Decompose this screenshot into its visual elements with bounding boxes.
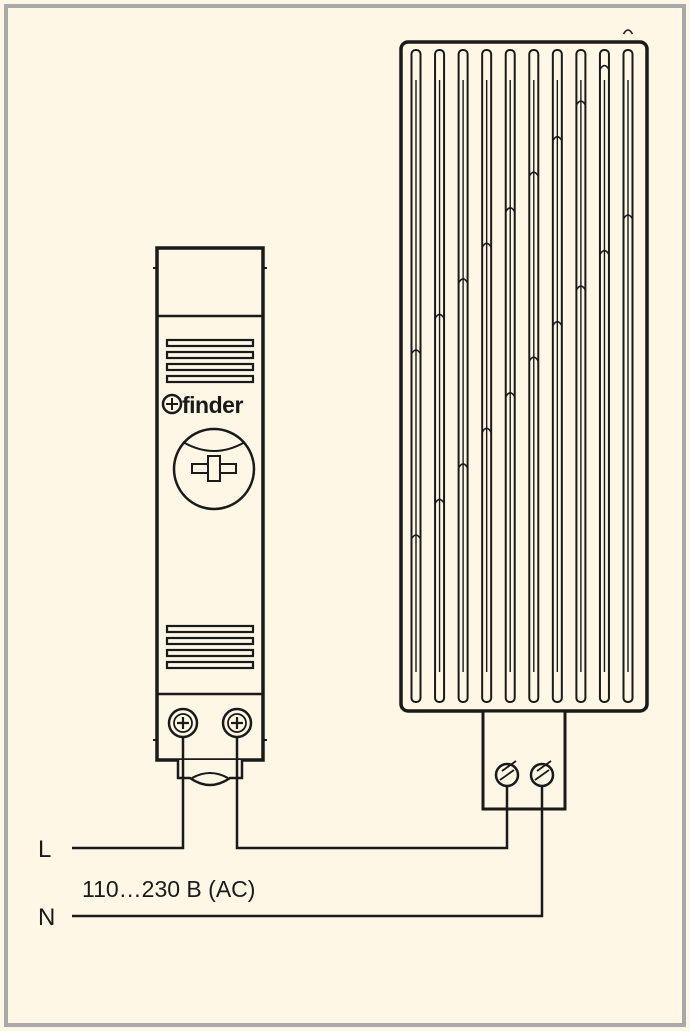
heater-fin-break <box>457 463 469 469</box>
heater-fin-break <box>575 100 587 106</box>
wire-thermostat-heater <box>235 737 509 850</box>
lower-vents <box>165 624 255 670</box>
heater-fin-break <box>481 427 492 433</box>
heater-fin-break <box>599 64 610 70</box>
heater-fin-break <box>552 135 563 142</box>
heater-fin-break <box>457 278 469 284</box>
heater-fin-break <box>528 356 539 362</box>
brand-logo-text: finder <box>182 392 243 418</box>
heater-fin <box>504 49 516 703</box>
heater-terminal-block <box>481 709 567 811</box>
heater-fin <box>481 49 493 703</box>
adjustment-knob <box>172 427 256 511</box>
wire-N <box>72 786 544 918</box>
heater-fin-break <box>481 242 492 248</box>
thermostat-terminal-2 <box>221 707 253 739</box>
heater-fin-break <box>505 391 516 398</box>
voltage-label: 110…230 B (AC) <box>82 876 256 902</box>
heater-fin-break <box>528 171 539 177</box>
heater-fins <box>410 29 634 703</box>
neutral-label: N <box>38 904 56 931</box>
line-label: L <box>38 836 52 863</box>
heater-fin-break <box>410 349 422 355</box>
heater-fin <box>434 49 446 703</box>
thermostat-terminal-1 <box>167 707 199 739</box>
wire-L <box>72 737 185 850</box>
heater-fin-break <box>505 206 516 213</box>
thermostat-device <box>153 246 267 787</box>
wires <box>72 737 544 918</box>
upper-vents <box>165 338 255 384</box>
heater-device <box>399 29 649 811</box>
heater-fin <box>551 49 563 703</box>
heater-fin-break <box>599 249 610 255</box>
heater-fin <box>410 49 422 703</box>
heater-fin-break <box>575 285 587 291</box>
heater-fin <box>457 49 469 703</box>
heater-fin <box>622 49 634 703</box>
heater-fin-break <box>622 214 634 220</box>
heater-fin-break <box>622 29 634 35</box>
heater-fin-break <box>552 320 563 327</box>
heater-fin <box>598 49 610 703</box>
heater-fin-break <box>434 498 445 504</box>
heater-fin-break <box>410 534 422 540</box>
heater-fin <box>528 49 540 703</box>
heater-fin-break <box>434 313 445 319</box>
heater-body <box>399 40 649 713</box>
heater-fin <box>575 49 587 703</box>
